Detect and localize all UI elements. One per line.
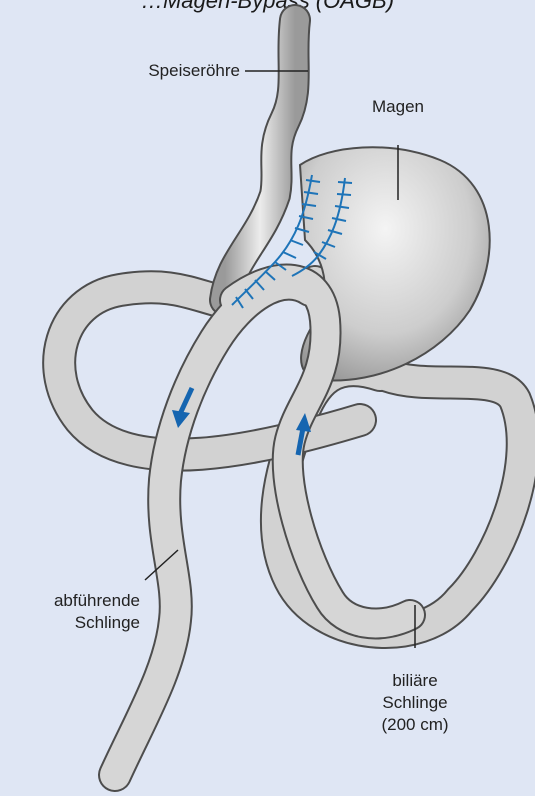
label-efferent-loop: abführende Schlinge — [10, 590, 140, 634]
label-biliary-line1: biliäre — [350, 670, 480, 692]
label-biliary-line2: Schlinge — [350, 692, 480, 714]
label-efferent-line1: abführende — [10, 590, 140, 612]
label-esophagus-text: Speiseröhre — [148, 61, 240, 80]
label-biliary-line3: (200 cm) — [350, 714, 480, 736]
label-esophagus: Speiseröhre — [110, 60, 240, 82]
label-stomach: Magen — [360, 96, 436, 118]
label-efferent-line2: Schlinge — [10, 612, 140, 634]
label-stomach-text: Magen — [372, 97, 424, 116]
label-biliary-loop: biliäre Schlinge (200 cm) — [350, 670, 480, 736]
